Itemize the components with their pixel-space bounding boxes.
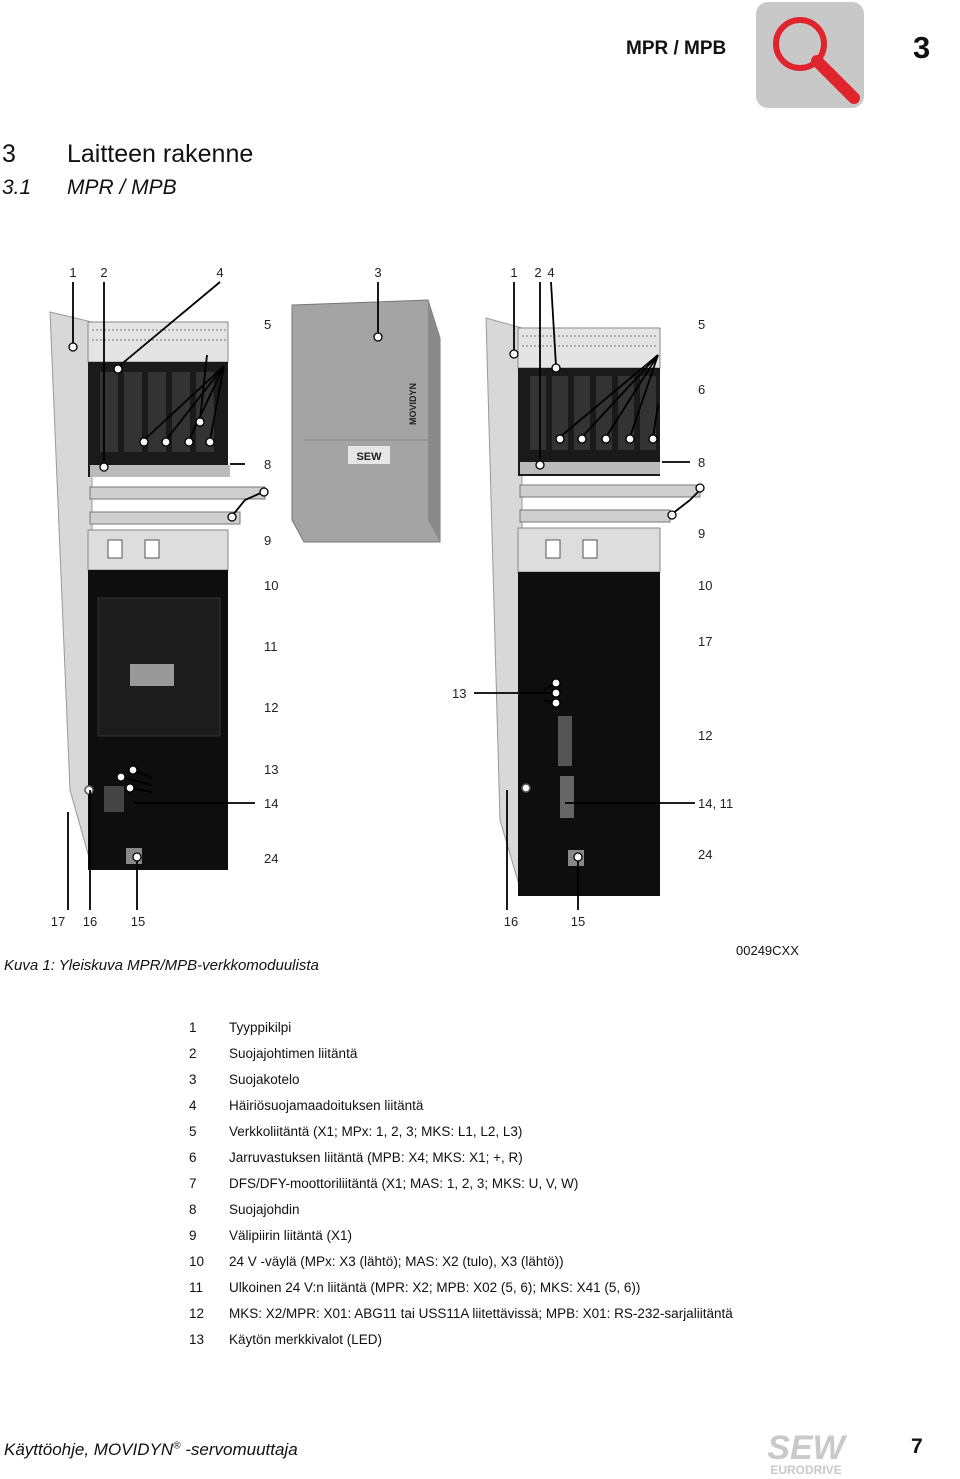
callout-5: 5	[264, 317, 271, 332]
callout-12: 12	[264, 700, 278, 715]
callout-12: 12	[698, 728, 712, 743]
callout-17: 17	[698, 634, 712, 649]
callout-14: 14	[264, 796, 278, 811]
callout-10: 10	[698, 578, 712, 593]
callout-4: 4	[216, 265, 223, 280]
device-figure: SEW MOVIDYN	[49, 265, 733, 929]
callout-4: 4	[547, 265, 554, 280]
callout-13: 13	[452, 686, 466, 701]
cover-logo: SEW	[356, 451, 382, 463]
chapter-tab	[756, 2, 864, 108]
callout-1: 1	[69, 265, 76, 280]
left-module	[49, 311, 266, 870]
callout-1: 1	[510, 265, 517, 280]
callout-dots	[68, 332, 705, 862]
callout-15: 15	[571, 914, 585, 929]
callout-2: 2	[534, 265, 541, 280]
right-module	[485, 317, 701, 896]
cover-brand: MOVIDYN	[408, 383, 418, 425]
callout-16: 16	[83, 914, 97, 929]
leader-lines	[67, 281, 701, 910]
callout-13: 13	[264, 762, 278, 777]
figure-code: 00249CXX	[736, 943, 799, 958]
chapter-number: 3	[913, 30, 931, 65]
callout-8: 8	[264, 457, 271, 472]
callout-8: 8	[698, 455, 705, 470]
callout-24: 24	[264, 851, 278, 866]
svg-text:EURODRIVE: EURODRIVE	[770, 1463, 841, 1477]
callout-10: 10	[264, 578, 278, 593]
footer-document-title: Käyttöohje, MOVIDYN® -servomuuttaja	[4, 1440, 298, 1459]
callout-9: 9	[698, 526, 705, 541]
sew-eurodrive-logo: SEW EURODRIVE	[767, 1429, 847, 1477]
protective-cover: SEW MOVIDYN	[291, 299, 441, 543]
section-title: Laitteen rakenne	[67, 140, 254, 168]
subsection-title: MPR / MPB	[67, 176, 177, 199]
callout-5: 5	[698, 317, 705, 332]
callout-2: 2	[100, 265, 107, 280]
svg-text:SEW: SEW	[767, 1429, 847, 1467]
figure-caption: Kuva 1: Yleiskuva MPR/MPB-verkkomoduulis…	[4, 957, 319, 974]
callout-16: 16	[504, 914, 518, 929]
callout-14-11: 14, 11	[698, 796, 733, 811]
callout-24: 24	[698, 847, 712, 862]
callout-17: 17	[51, 914, 65, 929]
magnifier-icon	[773, 17, 860, 104]
subsection-number: 3.1	[2, 176, 32, 199]
callout-15: 15	[131, 914, 145, 929]
page-number: 7	[911, 1435, 923, 1458]
section-number: 3	[2, 140, 16, 168]
callout-9: 9	[264, 533, 271, 548]
callout-3: 3	[374, 265, 381, 280]
header-title: MPR / MPB	[626, 38, 727, 59]
callout-11: 11	[264, 639, 278, 654]
callout-6: 6	[698, 382, 705, 397]
